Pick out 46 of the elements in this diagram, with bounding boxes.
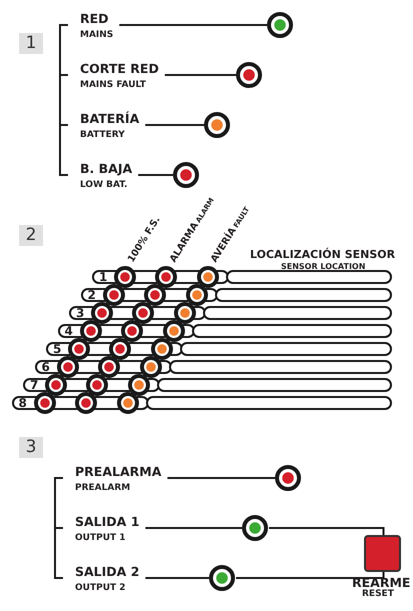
indicator-sublabel: BATTERY [80, 129, 126, 141]
row-number: 8 [18, 396, 27, 410]
section-number: 2 [19, 225, 43, 246]
indicator-light [267, 12, 293, 38]
row-number: 6 [42, 360, 50, 374]
column-subheader: SENSOR LOCATION [281, 261, 366, 273]
indicator-sublabel: OUTPUT 1 [75, 532, 127, 544]
indicator-light [275, 465, 301, 491]
row-number: 7 [30, 378, 38, 392]
section-number: 1 [19, 33, 43, 54]
column-header: LOCALIZACIÓN SENSOR [250, 247, 396, 262]
reset-button [364, 535, 401, 572]
row-number: 2 [88, 288, 96, 302]
indicator-sublabel: PREALARM [75, 482, 132, 494]
button-label: REARME [352, 575, 410, 590]
indicator-label: SALIDA 2 [75, 564, 140, 579]
connector-line [119, 24, 267, 26]
row-number: 3 [76, 306, 84, 320]
connector-line [145, 577, 209, 579]
connector-line [167, 477, 275, 479]
indicator-sublabel: MAINS FAULT [80, 79, 147, 91]
indicator-label: CORTE RED [80, 61, 159, 76]
indicator-sublabel: MAINS [80, 29, 114, 41]
connector-line [145, 527, 242, 529]
button-sublabel: RESET [362, 588, 394, 600]
indicator-light [236, 62, 262, 88]
indicator-light [209, 565, 235, 591]
indicator-label: BATERÍA [80, 111, 140, 126]
connector-line [138, 174, 173, 176]
indicator-label: SALIDA 1 [75, 514, 140, 529]
indicator-light [173, 162, 199, 188]
row-number: 1 [99, 270, 108, 284]
indicator-label: PREALARMA [75, 464, 162, 479]
section-number: 3 [19, 437, 43, 458]
indicator-sublabel: LOW BAT. [80, 179, 128, 191]
indicator-light [204, 112, 230, 138]
connector-line [236, 572, 384, 579]
indicator-label: B. BAJA [80, 161, 132, 176]
indicator-light [242, 515, 268, 541]
connector-line [269, 527, 384, 535]
row-number: 4 [64, 324, 73, 338]
connector-line [164, 74, 236, 76]
connector-line [145, 124, 204, 126]
indicator-sublabel: OUTPUT 2 [75, 582, 127, 594]
indicator-label: RED [80, 11, 110, 26]
row-number: 5 [53, 342, 62, 356]
